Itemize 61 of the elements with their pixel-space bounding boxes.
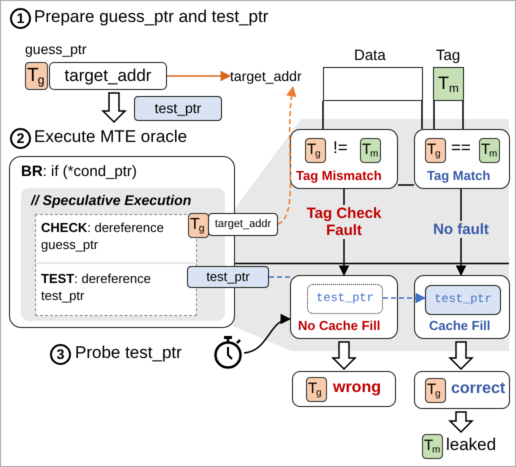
step-number: 1 [10, 8, 31, 29]
status-text: leaked [446, 435, 496, 455]
cache-state-box [414, 275, 510, 339]
stopwatch-icon [212, 334, 244, 370]
step-number: 2 [10, 128, 31, 149]
step-heading: Probe test_ptr [75, 343, 182, 363]
code-text: BR: if (*cond_ptr) [21, 163, 137, 180]
address-box: target_addr [208, 213, 278, 236]
address-box: target_addr [49, 62, 167, 90]
connector-line [322, 101, 324, 129]
block-arrow [331, 341, 357, 370]
arrow [167, 70, 232, 82]
result-box [292, 371, 396, 407]
tag-chip: T$_{m}$ [479, 138, 500, 163]
arrow [278, 86, 297, 225]
block-arrow [448, 341, 474, 370]
pointer-box: test_ptr [134, 96, 222, 121]
block-arrow [448, 411, 474, 434]
result-text: Tag Match [427, 168, 490, 183]
pointer-name: guess_ptr [25, 41, 86, 57]
column-heading: Tag [436, 47, 460, 64]
result-text: No Cache Fill [298, 318, 380, 333]
comparison-box [290, 129, 398, 189]
tag-text: T$_{m}$ [438, 73, 459, 95]
tag-chip: T$_{m}$ [360, 138, 381, 163]
connector-line [398, 184, 414, 186]
pointer-box: test_ptr [187, 266, 269, 288]
result-box [414, 371, 510, 409]
step-heading: Execute MTE oracle [34, 127, 188, 147]
comment-text: // Speculative Execution [31, 192, 192, 208]
tag-chip: T$_{g}$ [425, 378, 446, 403]
arrow [383, 292, 426, 304]
operator-text: == [451, 138, 471, 158]
arrow [244, 315, 292, 354]
cache-state-box [290, 275, 398, 339]
step-text: CHECK: dereference guess_ptr [41, 219, 165, 253]
result-text: Cache Fill [429, 318, 490, 333]
block-arrow [101, 92, 127, 124]
result-text: Tag Mismatch [296, 168, 382, 183]
result-text: wrong [333, 379, 381, 397]
tag-chip: T$_{m}$ [422, 434, 443, 459]
test-step-box [35, 264, 197, 316]
pointer-box: test_ptr [425, 285, 501, 315]
connector-line [462, 101, 464, 129]
address-text: target_addr [230, 67, 314, 87]
connector-line [421, 101, 423, 129]
tag-chip: T$_{g}$ [305, 138, 326, 163]
tag-chip: T$_{g}$ [306, 377, 327, 402]
step-number: 3 [50, 344, 71, 365]
operator-text: != [333, 138, 348, 158]
tag-chip: T$_{g}$ [425, 138, 446, 163]
connector-line [269, 276, 290, 278]
tag-chip: T$_{g}$ [25, 62, 48, 90]
comparison-box [414, 129, 510, 189]
step-text: TEST: dereference test_ptr [41, 270, 152, 304]
column-heading: Data [354, 47, 386, 64]
pointer-box: test_ptr [307, 284, 383, 314]
step-heading: Prepare guess_ptr and test_ptr [34, 7, 268, 27]
connector-line [433, 101, 435, 129]
result-text: correct [451, 380, 506, 398]
tag-chip: T$_{g}$ [188, 213, 209, 238]
